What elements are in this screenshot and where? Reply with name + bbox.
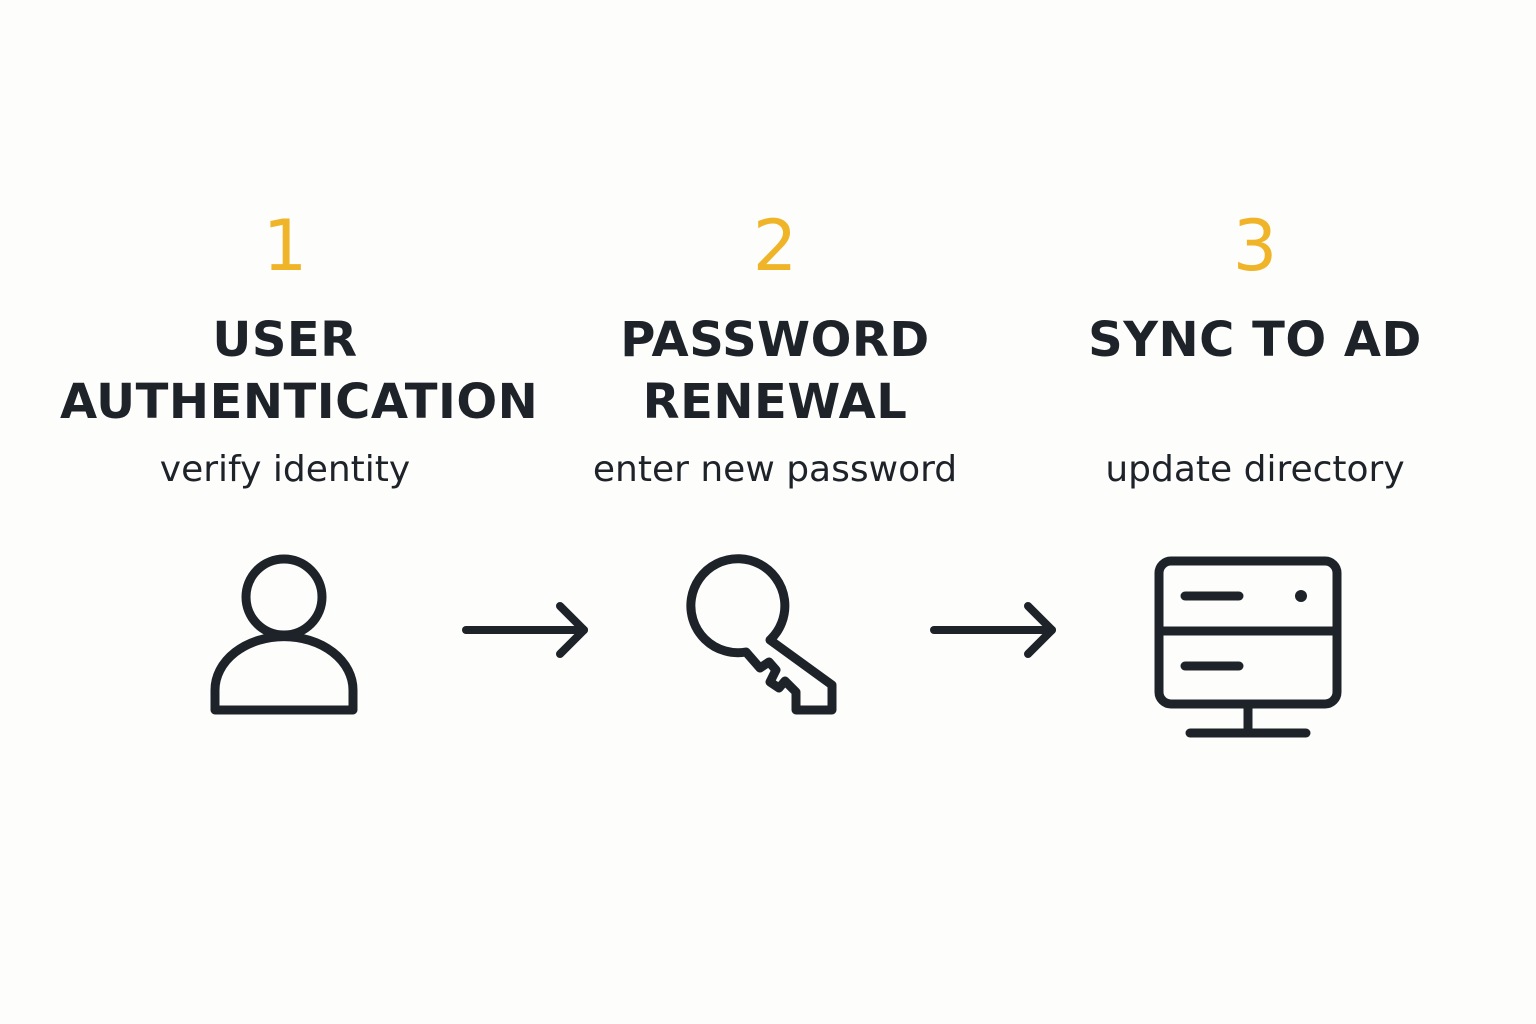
step-title-line: RENEWAL	[642, 374, 908, 430]
user-icon	[210, 554, 358, 715]
step-title-line: AUTHENTICATION	[60, 374, 539, 430]
step-title: SYNC TO AD	[1030, 309, 1480, 371]
server-monitor-icon	[1154, 556, 1342, 738]
step-title-line: SYNC TO AD	[1088, 312, 1422, 368]
user-icon-body	[210, 632, 358, 715]
step-number: 2	[752, 205, 798, 287]
arrow-right-icon	[462, 602, 588, 658]
step-subtitle: update directory	[1105, 449, 1405, 490]
step-number: 1	[262, 205, 308, 287]
step-title: USER AUTHENTICATION	[60, 309, 539, 433]
step-2: 2 PASSWORD RENEWAL enter new password	[550, 0, 1000, 1024]
server-status-dot	[1295, 590, 1307, 602]
step-title: PASSWORD RENEWAL	[550, 309, 1000, 433]
step-3: 3 SYNC TO AD update directory	[1030, 0, 1480, 1024]
step-title-line: USER	[212, 312, 358, 368]
user-icon-head	[241, 554, 327, 640]
step-title-line: PASSWORD	[620, 312, 930, 368]
key-icon-body	[686, 554, 837, 715]
key-icon	[686, 554, 837, 715]
step-subtitle: enter new password	[592, 449, 958, 490]
step-1: 1 USER AUTHENTICATION verify identity	[60, 0, 539, 1024]
arrow-right-icon	[930, 602, 1056, 658]
step-subtitle: verify identity	[159, 449, 411, 490]
step-number: 3	[1232, 205, 1278, 287]
